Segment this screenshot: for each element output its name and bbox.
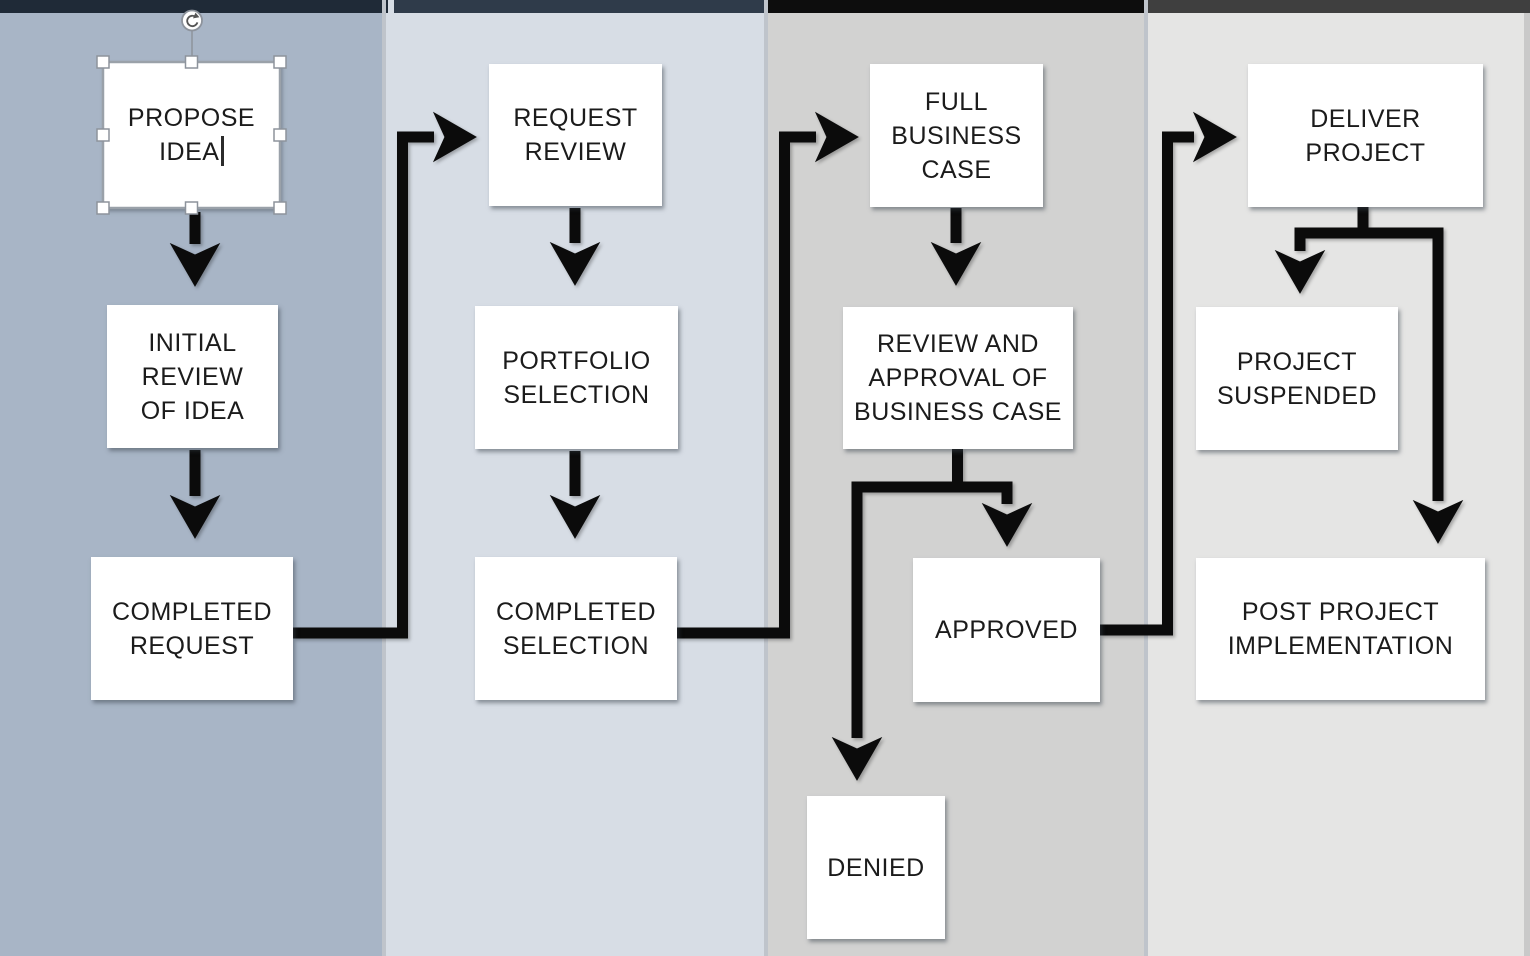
- resize-handle-w[interactable]: [96, 128, 110, 142]
- resize-handle-n[interactable]: [184, 55, 199, 69]
- box-label: APPROVED: [935, 616, 1078, 644]
- box-label: PROJECT SUSPENDED: [1216, 347, 1378, 410]
- lane-2-header: [394, 0, 764, 13]
- rotate-arrow-tip-icon: [193, 12, 200, 19]
- box-label: POST PROJECT IMPLEMENTATION: [1227, 598, 1454, 660]
- flowchart-box-request-review[interactable]: REQUEST REVIEW: [489, 64, 662, 206]
- resize-handle-s[interactable]: [184, 201, 199, 215]
- flowchart-box-initial-review-of-idea[interactable]: INITIAL REVIEW OF IDEA: [107, 305, 278, 448]
- flowchart-box-full-business-case[interactable]: FULL BUSINESS CASE: [870, 64, 1043, 207]
- resize-handle-e[interactable]: [273, 128, 287, 142]
- resize-handle-nw[interactable]: [96, 55, 110, 69]
- flowchart-box-completed-request[interactable]: COMPLETED REQUEST: [91, 557, 293, 700]
- lane-1-header: [0, 0, 388, 13]
- rotate-handle-icon[interactable]: [181, 9, 203, 32]
- box-label: DELIVER PROJECT: [1305, 104, 1426, 167]
- flowchart-box-completed-selection[interactable]: COMPLETED SELECTION: [475, 557, 677, 700]
- box-label: REQUEST REVIEW: [513, 104, 638, 166]
- connector-completed-selection-to-full-business-case[interactable]: [677, 111, 859, 639]
- flowchart-box-portfolio-selection[interactable]: PORTFOLIO SELECTION: [475, 306, 678, 449]
- box-label: REVIEW AND APPROVAL OF BUSINESS CASE: [854, 330, 1062, 426]
- selection-border[interactable]: [101, 60, 282, 210]
- connector-deliver-to-project-suspended[interactable]: [1274, 227, 1368, 294]
- lane-divider-2: [764, 0, 768, 956]
- rotate-arrow-icon: [186, 14, 199, 28]
- flowchart-box-deliver-project[interactable]: DELIVER PROJECT: [1248, 64, 1483, 207]
- flowchart-box-post-project-implementation[interactable]: POST PROJECT IMPLEMENTATION: [1196, 558, 1485, 700]
- flowchart-box-review-and-approval-of-business-case[interactable]: REVIEW AND APPROVAL OF BUSINESS CASE: [843, 307, 1073, 449]
- lane-3-header: [768, 0, 1144, 13]
- box-label: COMPLETED REQUEST: [111, 597, 273, 660]
- flowchart-box-propose-idea[interactable]: PROPOSE IDEA: [103, 62, 280, 208]
- resize-handle-sw[interactable]: [96, 201, 110, 215]
- lane-divider-1: [382, 0, 386, 956]
- connector-review-approval-to-approved[interactable]: [952, 481, 1033, 547]
- text-cursor: [221, 136, 224, 166]
- lane-divider-3: [1144, 0, 1148, 956]
- connector-approved-to-deliver-project[interactable]: [1100, 111, 1237, 636]
- resize-handle-se[interactable]: [273, 201, 287, 215]
- box-label: COMPLETED SELECTION: [495, 597, 657, 660]
- box-label: PROPOSE IDEA: [127, 104, 256, 166]
- resize-handle-ne[interactable]: [273, 55, 287, 69]
- connector-completed-request-to-request-review[interactable]: [293, 111, 477, 639]
- box-label: PORTFOLIO SELECTION: [502, 346, 651, 409]
- connector-review-approval-to-denied[interactable]: [831, 481, 962, 781]
- box-label: FULL BUSINESS CASE: [891, 87, 1022, 184]
- box-label: INITIAL REVIEW OF IDEA: [140, 328, 245, 425]
- lane-4-header: [1148, 0, 1530, 13]
- flowchart-box-denied[interactable]: DENIED: [807, 796, 945, 939]
- canvas-right-edge: [1524, 13, 1530, 956]
- box-label: DENIED: [827, 853, 925, 882]
- flowchart-box-approved[interactable]: APPROVED: [913, 558, 1100, 702]
- flowchart-box-project-suspended[interactable]: PROJECT SUSPENDED: [1196, 307, 1398, 450]
- connector-deliver-to-post-project[interactable]: [1358, 227, 1464, 544]
